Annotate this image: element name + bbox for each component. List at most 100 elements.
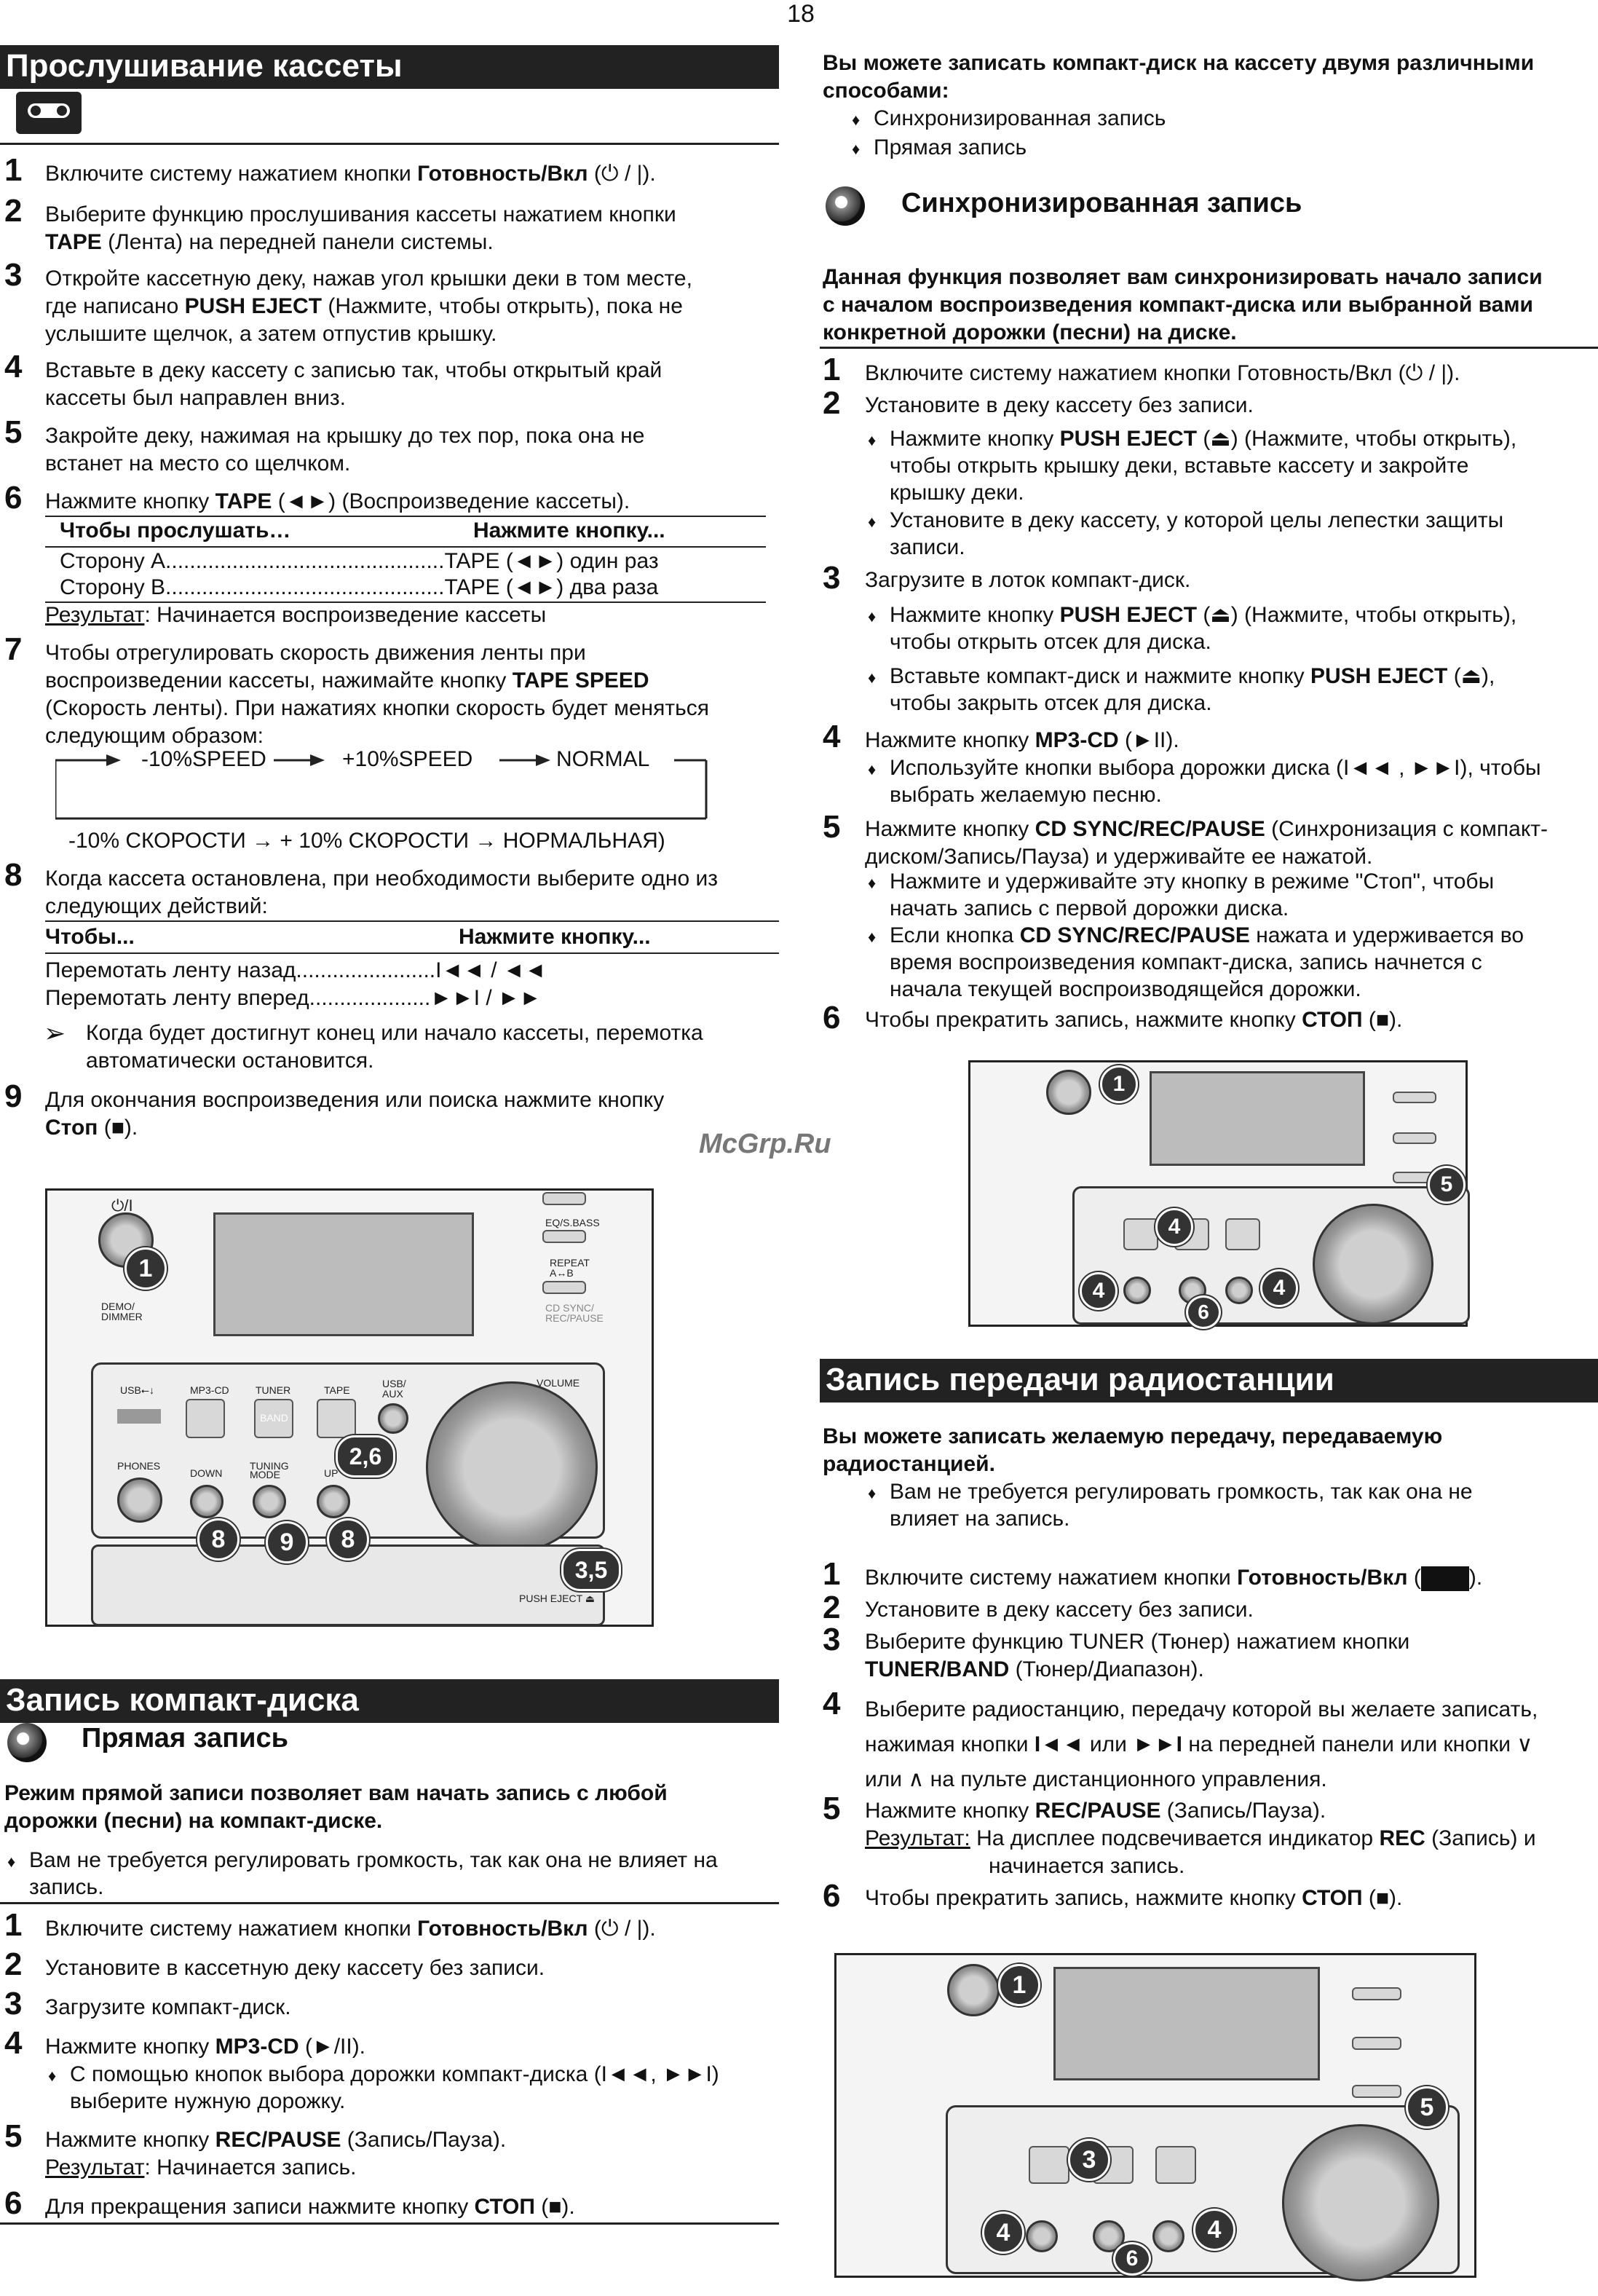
step-text: Установите в деку кассету без записи. <box>865 393 1254 417</box>
step-text: Откройте кассетную деку, нажав угол крыш… <box>45 267 692 346</box>
callout-8: 8 <box>197 1518 240 1561</box>
band-label: BAND <box>260 1412 288 1424</box>
step-number: 1 <box>4 152 23 188</box>
cassette-icon <box>16 92 82 134</box>
callout-4-b: 4 <box>1193 2209 1235 2251</box>
table-header: Нажмите кнопку... <box>459 925 651 949</box>
callout-4-c: 4 <box>1260 1269 1298 1307</box>
volume-knob <box>426 1381 598 1553</box>
display-screen <box>1150 1071 1365 1166</box>
page-number: 18 <box>787 0 815 28</box>
step-text: Нажмите кнопку MP3-CD (►/II). <box>45 2035 366 2059</box>
power-button-image <box>1420 1566 1469 1592</box>
intro-text: Вы можете записать желаемую передачу, пе… <box>823 1424 1443 1476</box>
step-text: Установите в деку кассету без записи. <box>865 1598 1254 1622</box>
step-text: Чтобы отрегулировать скорость движения л… <box>45 641 709 748</box>
step-text: Загрузите компакт-диск. <box>45 1995 291 2019</box>
step-number: 1 <box>823 352 841 387</box>
step-text: Нажмите кнопку MP3-CD (►II). <box>865 728 1179 752</box>
callout-9: 9 <box>266 1521 308 1563</box>
cycle-item: NORMAL <box>556 747 650 771</box>
phones-label: PHONES <box>117 1460 161 1472</box>
intro-text: Данная функция позволяет вам синхронизир… <box>823 265 1543 344</box>
callout-3: 3 <box>1068 2139 1110 2181</box>
bullet-text: Вам не требуется регулировать громкость,… <box>868 1478 1473 1532</box>
table-header: Нажмите кнопку... <box>473 518 665 543</box>
step-text: Выберите радиостанцию, передачу которой … <box>865 1697 1538 1791</box>
next-button <box>317 1485 350 1518</box>
speed-cycle-diagram: -10%SPEED +10%SPEED NORMAL <box>55 747 711 820</box>
step-number: 2 <box>823 1590 841 1625</box>
divider <box>0 1902 779 1904</box>
step-text: Нажмите кнопку REC/PAUSE (Запись/Пауза).… <box>45 2128 507 2179</box>
callout-8-b: 8 <box>327 1518 369 1561</box>
table-row: Сторону А...............................… <box>60 549 659 573</box>
step-text: Для окончания воспроизведения или поиска… <box>45 1088 665 1140</box>
callout-2-6: 2,6 <box>336 1435 395 1478</box>
callout-1: 1 <box>998 1964 1040 2006</box>
demo-label: DEMO/ DIMMER <box>101 1301 143 1322</box>
step-number: 7 <box>4 631 23 667</box>
tape-label: TAPE <box>324 1384 350 1396</box>
mp3-button <box>186 1399 225 1438</box>
step-text: Включите систему нажатием кнопки Готовно… <box>45 162 656 186</box>
eq-button <box>1393 1092 1436 1103</box>
step-number: 1 <box>4 1907 23 1943</box>
next-button <box>1152 2220 1184 2252</box>
watermark: McGrp.Ru <box>699 1129 831 1159</box>
cycle-item: +10%SPEED <box>342 747 473 771</box>
tuning-label: TUNING MODE <box>250 1460 289 1480</box>
step-number: 2 <box>4 193 23 229</box>
intro-text: Режим прямой записи позволяет вам начать… <box>4 1781 668 1833</box>
callout-1: 1 <box>124 1247 167 1290</box>
mp3-button <box>1123 1218 1158 1250</box>
step-text: Для прекращения записи нажмите кнопку СТ… <box>45 2195 575 2219</box>
step-text: Нажмите кнопку CD SYNC/REC/PAUSE (Синхро… <box>865 817 1548 869</box>
repeat-button <box>542 1281 586 1294</box>
cycle-item: -10%SPEED <box>141 747 266 771</box>
callout-5: 5 <box>1406 2086 1448 2129</box>
bullet-text: Нажмите кнопку PUSH EJECT (⏏) (Нажмите, … <box>868 601 1516 655</box>
step-number: 3 <box>823 1622 841 1657</box>
section-title-radio: Запись передачи радиостанции <box>820 1359 1598 1403</box>
prev-button <box>1123 1277 1151 1304</box>
bullet-text: Прямая запись <box>852 134 1027 162</box>
step-number: 5 <box>4 414 23 450</box>
power-button <box>1046 1070 1091 1115</box>
callout-5: 5 <box>1428 1166 1466 1204</box>
display-screen <box>1053 1967 1320 2080</box>
note-text: Когда будет достигнут конец или начало к… <box>86 1021 703 1073</box>
repeat-button <box>1393 1132 1436 1144</box>
sync-steps: 1 Включите систему нажатием кнопки Готов… <box>820 354 1598 1053</box>
volume-label: VOLUME <box>537 1377 580 1389</box>
divider <box>0 2222 779 2225</box>
subsection-title: Синхронизированная запись <box>901 188 1302 218</box>
section-title-rec-cd: Запись компакт-диска <box>0 1679 779 1723</box>
usb-label: USB⭠↓ <box>120 1384 154 1396</box>
bullet-text: Вам не требуется регулировать громкость,… <box>7 1847 718 1901</box>
prev-button <box>1026 2220 1058 2252</box>
table-row: Перемотать ленту назад..................… <box>45 958 547 982</box>
divider <box>0 143 779 145</box>
power-button <box>947 1964 1000 2016</box>
step-number: 8 <box>4 857 23 893</box>
step-number: 4 <box>823 719 841 754</box>
right-intro: Вы можете записать компакт-диск на кассе… <box>823 51 1535 103</box>
eq-button-shape <box>542 1230 586 1243</box>
step-number: 6 <box>823 1000 841 1035</box>
stop-button <box>253 1485 286 1518</box>
bullet-text: Установите в деку кассету, у которой цел… <box>868 507 1503 561</box>
table-header: Чтобы прослушать… <box>60 518 291 543</box>
note-arrow-icon: ➢ <box>44 1018 66 1048</box>
result-text: Результат: Начинается воспроизведение ка… <box>45 603 547 627</box>
step-number: 4 <box>4 349 23 384</box>
power-icon: ⏻/I <box>111 1196 133 1215</box>
divider <box>45 516 766 517</box>
bullet-text: С помощью кнопок выбора дорожки компакт-… <box>48 2061 719 2115</box>
phones-jack <box>117 1478 162 1523</box>
cdsync-button <box>1352 2085 1401 2098</box>
table-row: Перемотать ленту вперед.................… <box>45 986 542 1010</box>
callout-6: 6 <box>1186 1295 1221 1329</box>
step-text: Чтобы прекратить запись, нажмите кнопку … <box>865 1886 1403 1910</box>
eq-button <box>1352 1987 1401 2000</box>
